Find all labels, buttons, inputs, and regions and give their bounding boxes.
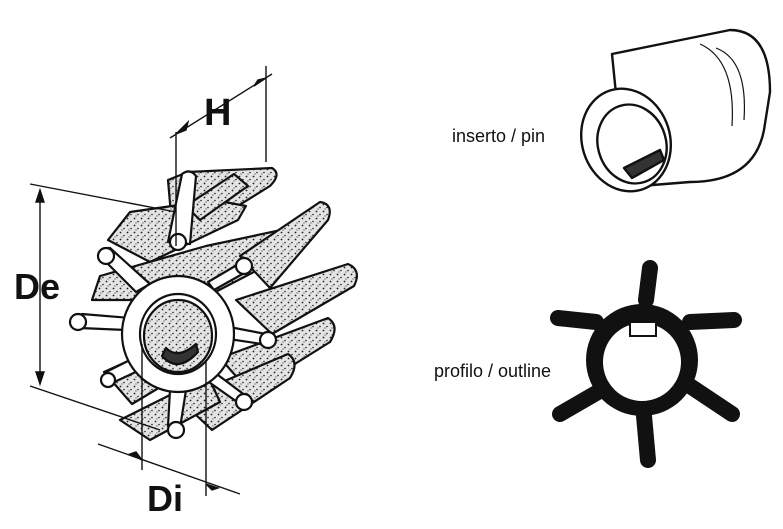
dimension-lines xyxy=(29,66,273,496)
outer-diameter-label: De xyxy=(14,266,61,307)
height-dimension-label: H xyxy=(204,92,232,134)
pin-caption: inserto / pin xyxy=(452,126,546,146)
pin-insert-drawing xyxy=(579,28,772,193)
impeller-3d-drawing xyxy=(68,166,359,442)
outline-caption: profilo / outline xyxy=(434,361,552,381)
inner-diameter-label: Di xyxy=(147,478,183,519)
vane-tips xyxy=(68,232,278,440)
impeller-outline-profile xyxy=(550,260,742,468)
